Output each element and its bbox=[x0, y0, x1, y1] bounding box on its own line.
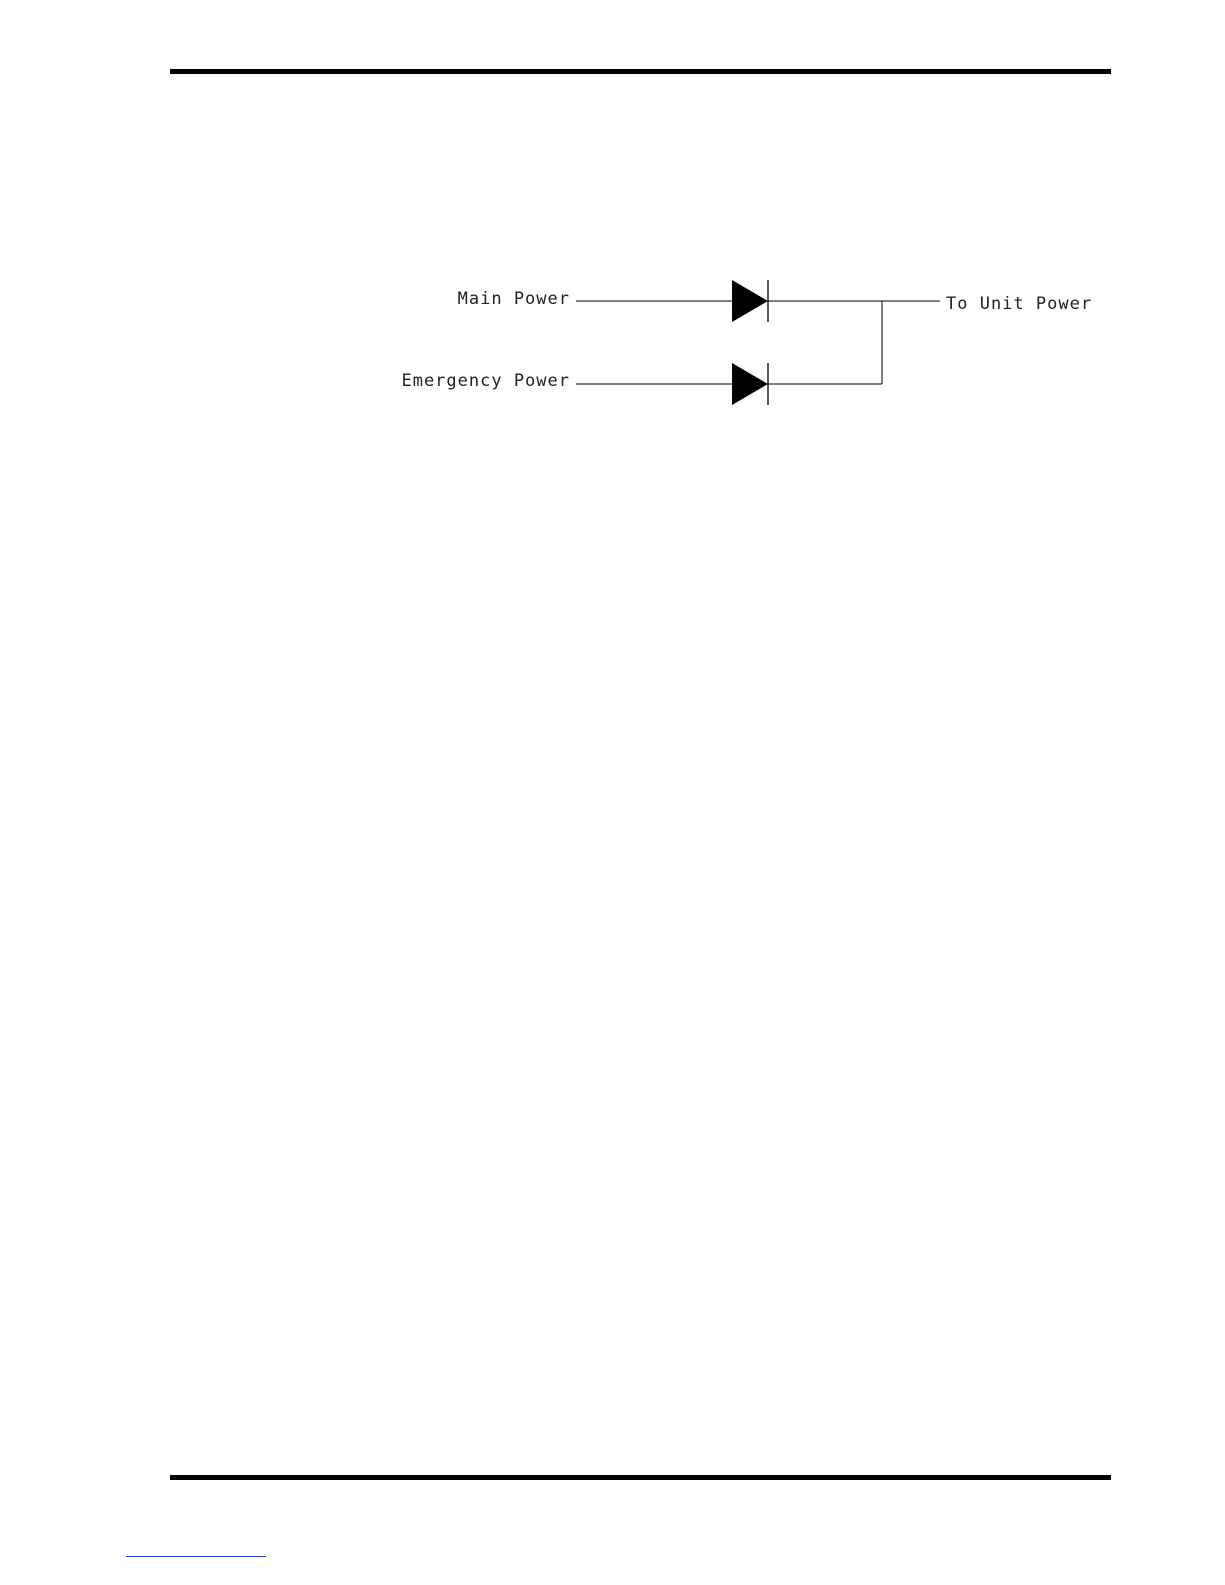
emergency-diode-icon bbox=[732, 363, 768, 405]
bottom-rule bbox=[170, 1475, 1111, 1480]
to-unit-power-label: To Unit Power bbox=[946, 294, 1092, 314]
emergency-power-label: Emergency Power bbox=[401, 371, 570, 391]
footer-link-underline[interactable] bbox=[126, 1556, 266, 1557]
main-diode-icon bbox=[732, 280, 768, 322]
main-power-label: Main Power bbox=[458, 289, 570, 309]
